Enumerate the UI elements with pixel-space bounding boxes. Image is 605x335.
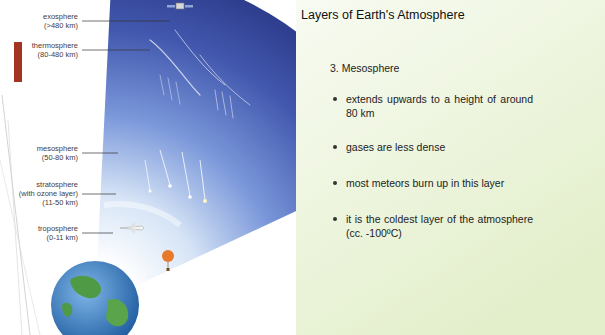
slide-decoration [0, 42, 40, 335]
bullet-dot [333, 97, 337, 101]
section-heading: 3. Mesosphere [330, 62, 399, 75]
layer-label: (0-11 km) [8, 233, 78, 242]
layer-label: exosphere [8, 12, 78, 21]
layer-label: (with ozone layer) [8, 189, 78, 198]
layer-label: (50-80 km) [8, 153, 78, 162]
layer-label: mesosphere [8, 144, 78, 153]
bullet-dot [333, 145, 337, 149]
layer-label: (80-480 km) [8, 50, 78, 59]
leader-lines [82, 21, 170, 233]
layer-label: (11-50 km) [8, 198, 78, 207]
airplane [120, 222, 144, 234]
meteors [145, 150, 207, 203]
layer-label: (>480 km) [8, 21, 78, 30]
text-panel [296, 0, 605, 335]
weather-balloon [162, 250, 174, 271]
layer-label: thermosphere [8, 41, 78, 50]
layer-label: stratosphere [8, 180, 78, 189]
bullet-item: most meteors burn up in this layer [333, 176, 533, 190]
bullet-dot [333, 217, 337, 221]
aurora [150, 30, 250, 118]
bullet-item: gases are less dense [333, 140, 533, 154]
ozone-layer [104, 204, 180, 225]
bullet-item: extends upwards to a height of around 80… [333, 92, 533, 120]
earth [51, 261, 139, 335]
bullet-text: most meteors burn up in this layer [346, 176, 533, 190]
bullet-dot [333, 181, 337, 185]
bullet-item: it is the coldest layer of the atmospher… [333, 212, 533, 240]
bullet-text: it is the coldest layer of the atmospher… [346, 212, 533, 240]
satellite [167, 3, 193, 9]
layer-label: troposphere [8, 224, 78, 233]
slide-title: Layers of Earth's Atmosphere [301, 8, 465, 23]
bullet-text: gases are less dense [346, 140, 533, 154]
bullet-text: extends upwards to a height of around 80… [346, 92, 533, 120]
